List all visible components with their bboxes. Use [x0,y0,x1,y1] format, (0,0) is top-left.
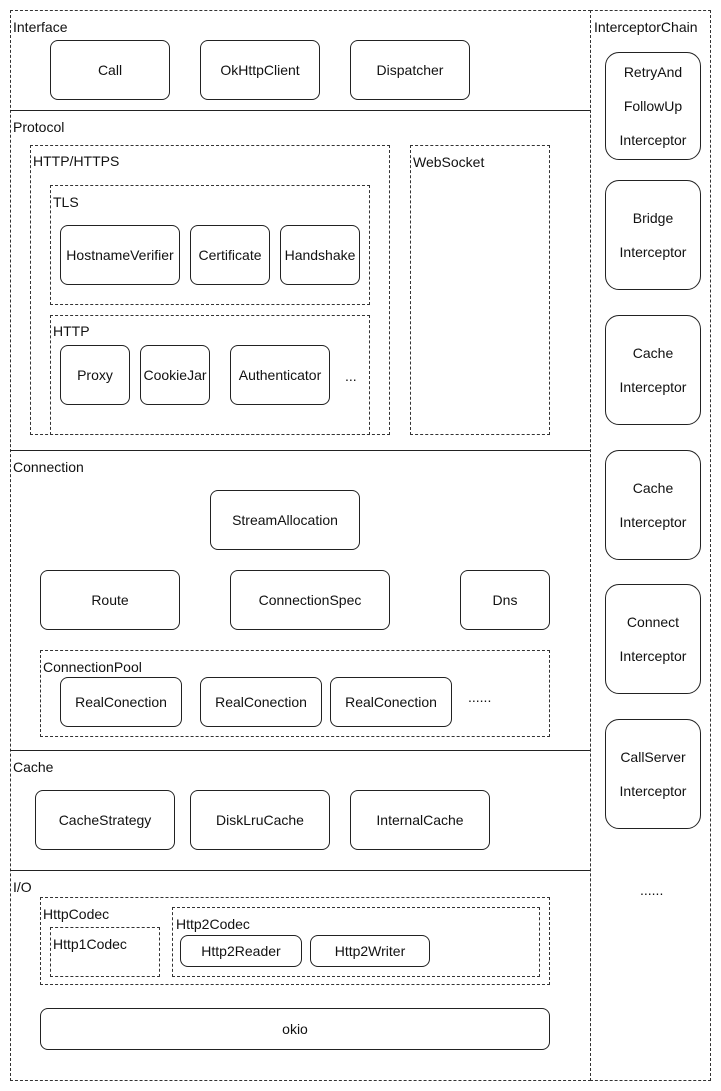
retry-followup-interceptor-box: RetryAnd FollowUp Interceptor [605,52,701,160]
certificate-box: Certificate [190,225,270,285]
interceptor-line: Connect [626,614,680,630]
handshake-box: Handshake [280,225,360,285]
dns-box: Dns [460,570,550,630]
http-https-label: HTTP/HTTPS [33,153,120,169]
interceptor-line: Cache [632,480,674,496]
dispatcher-box: Dispatcher [350,40,470,100]
realconection-box-3: RealConection [330,677,452,727]
connectionspec-box: ConnectionSpec [230,570,390,630]
httpcodec-frame [40,897,550,985]
streamallocation-box: StreamAllocation [210,490,360,550]
connect-interceptor-box: Connect Interceptor [605,584,701,694]
section-label-cache: Cache [13,759,54,775]
connectionpool-label: ConnectionPool [43,659,142,675]
cache-interceptor-box-1: Cache Interceptor [605,315,701,425]
interceptor-line: Interceptor [619,244,687,260]
interceptor-line: Interceptor [619,379,687,395]
http2codec-frame [172,907,540,977]
http2codec-label: Http2Codec [176,916,250,932]
interceptor-chain-frame [590,10,711,1081]
tls-frame [50,185,370,305]
http2writer-box: Http2Writer [310,935,430,967]
interceptor-line: Cache [632,345,674,361]
section-label-interceptor-chain: InterceptorChain [594,19,698,35]
interceptor-line: RetryAnd [623,64,683,80]
interceptor-line: Interceptor [619,514,687,530]
http-frame [50,315,370,435]
realconection-box-2: RealConection [200,677,322,727]
okio-box: okio [40,1008,550,1050]
disklrucache-box: DiskLruCache [190,790,330,850]
separator-connection-cache [10,750,590,751]
okhttpclient-box: OkHttpClient [200,40,320,100]
http1codec-frame [50,927,160,977]
interceptor-line: Interceptor [619,783,687,799]
cookiejar-box: CookieJar [140,345,210,405]
tls-label: TLS [53,194,79,210]
websocket-frame [410,145,550,435]
section-label-connection: Connection [13,459,84,475]
bridge-interceptor-box: Bridge Interceptor [605,180,701,290]
websocket-label: WebSocket [413,154,485,170]
separator-protocol-connection [10,450,590,451]
connectionpool-ellipsis: ...... [468,689,492,705]
section-label-protocol: Protocol [13,119,65,135]
route-box: Route [40,570,180,630]
http1codec-label: Http1Codec [53,936,127,952]
connectionpool-frame [40,650,550,737]
separator-cache-io [10,870,590,871]
http-label: HTTP [53,323,90,339]
http2reader-box: Http2Reader [180,935,302,967]
cache-interceptor-box-2: Cache Interceptor [605,450,701,560]
proxy-box: Proxy [60,345,130,405]
realconection-box-1: RealConection [60,677,182,727]
section-label-interface: Interface [13,19,68,35]
authenticator-box: Authenticator [230,345,330,405]
http-ellipsis: ... [345,368,357,384]
separator-interface-protocol [10,110,590,111]
interceptor-line: Interceptor [619,132,687,148]
call-box: Call [50,40,170,100]
cachestrategy-box: CacheStrategy [35,790,175,850]
interceptor-line: FollowUp [623,98,683,114]
internalcache-box: InternalCache [350,790,490,850]
interceptor-line: Bridge [632,210,674,226]
interceptors-ellipsis: ...... [640,882,664,898]
httpcodec-label: HttpCodec [43,906,110,922]
interceptor-line: CallServer [620,749,686,765]
section-label-io: I/O [13,879,32,895]
callserver-interceptor-box: CallServer Interceptor [605,719,701,829]
hostnameverifier-box: HostnameVerifier [60,225,180,285]
interceptor-line: Interceptor [619,648,687,664]
